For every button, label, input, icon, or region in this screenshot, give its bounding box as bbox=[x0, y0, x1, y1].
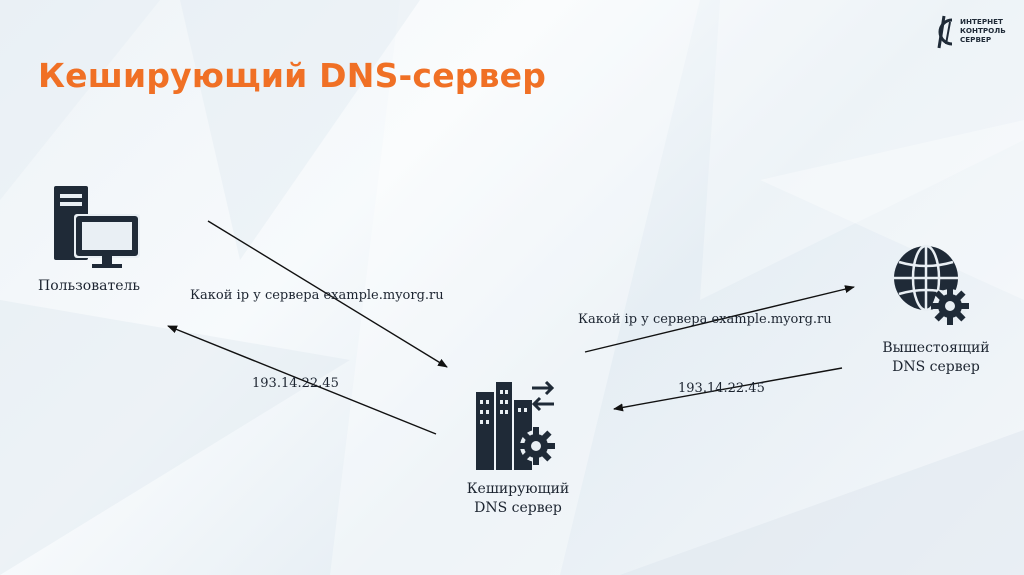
globe-gear-icon bbox=[894, 244, 969, 325]
slide-title: Кеширующий DNS-сервер bbox=[38, 56, 547, 95]
logo-line-1: ИНТЕРНЕТ bbox=[960, 17, 1003, 26]
caching-server-label-line-2: DNS сервер bbox=[474, 500, 562, 516]
logo-line-2: КОНТРОЛЬ bbox=[960, 26, 1006, 35]
logo-mark-icon bbox=[937, 15, 953, 49]
user-computer-icon bbox=[54, 186, 140, 268]
caching-server-label-line-1: Кеширующий bbox=[466, 481, 570, 497]
logo: ИНТЕРНЕТ КОНТРОЛЬ СЕРВЕР bbox=[930, 14, 1020, 54]
user-label: Пользователь bbox=[38, 278, 140, 294]
upstream-server-label: Вышестоящий DNS сервер bbox=[866, 339, 1006, 377]
arrow-upstream-answer bbox=[613, 367, 843, 412]
edge-label-upstream-answer: 193.14.22.45 bbox=[678, 381, 765, 396]
server-building-gear-icon bbox=[476, 380, 555, 470]
edge-label-user-answer: 193.14.22.45 bbox=[252, 376, 339, 391]
arrow-user-answer bbox=[167, 325, 437, 435]
arrow-user-query bbox=[207, 220, 448, 368]
edge-label-user-query: Какой ip у сервера example.myorg.ru bbox=[190, 288, 444, 303]
logo-text: ИНТЕРНЕТ КОНТРОЛЬ СЕРВЕР bbox=[960, 17, 1006, 44]
upstream-server-label-line-1: Вышестоящий bbox=[882, 340, 990, 356]
edge-label-forward-query: Какой ip у сервера example.myorg.ru bbox=[578, 312, 832, 327]
upstream-server-label-line-2: DNS сервер bbox=[892, 359, 980, 375]
logo-line-3: СЕРВЕР bbox=[960, 35, 992, 44]
arrow-forward-query bbox=[584, 285, 855, 353]
caching-server-label: Кеширующий DNS сервер bbox=[448, 480, 588, 518]
